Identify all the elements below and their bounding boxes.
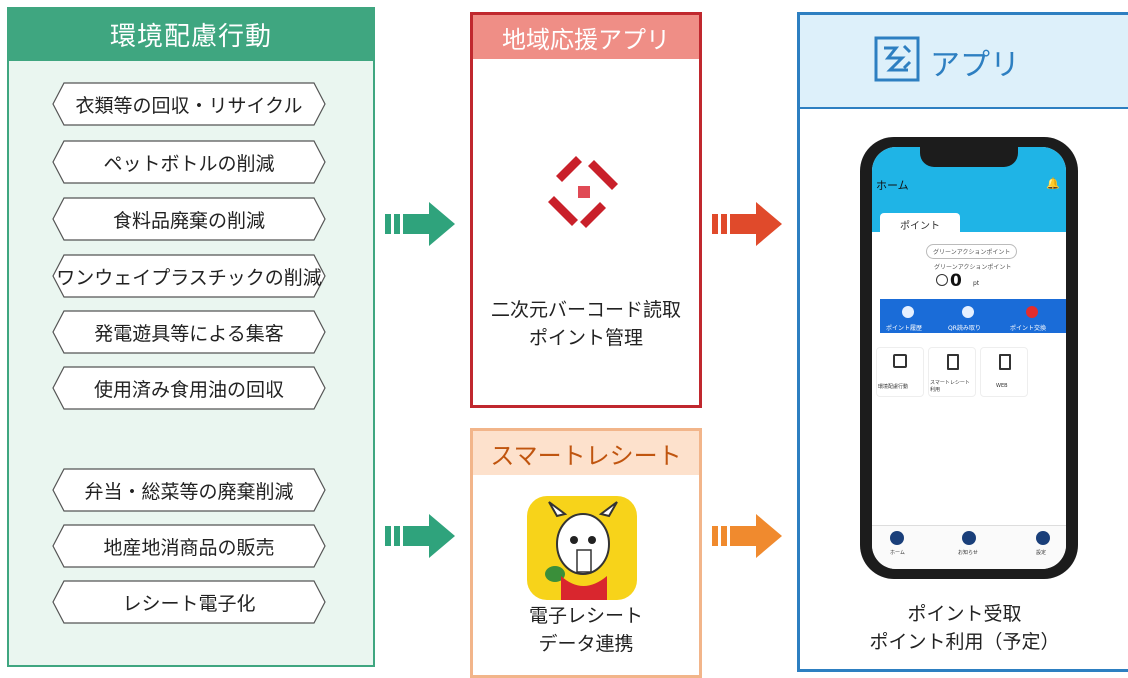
point-unit: pt xyxy=(973,280,980,287)
grid-tile-label: 環境配慮行動 xyxy=(878,384,909,390)
action-item-label: 食料品廃棄の削減 xyxy=(112,209,265,232)
smart-receipt-line: 電子レシート xyxy=(528,605,643,627)
app-panel-description: ポイント受取 ポイント利用（予定） xyxy=(800,600,1128,656)
action-item-label: レシート電子化 xyxy=(122,592,256,615)
action-exchange-label[interactable]: ポイント交換 xyxy=(1010,325,1047,332)
app-header-title: ホーム xyxy=(876,179,909,192)
point-balance: 0 xyxy=(950,271,962,291)
regional-app-logo-icon xyxy=(536,146,632,246)
receipt-icon xyxy=(947,354,959,370)
app-panel-line: ポイント利用（予定） xyxy=(869,631,1060,653)
action-item: 衣類等の回収・リサイクル xyxy=(52,82,326,126)
grid-tile-label: WEB xyxy=(996,383,1008,389)
action-item-label: 発電遊具等による集客 xyxy=(94,322,284,345)
app-panel-line: ポイント受取 xyxy=(907,603,1022,625)
action-item: レシート電子化 xyxy=(52,580,326,624)
action-item-label: 使用済み食用油の回収 xyxy=(93,378,284,401)
action-item: 使用済み食用油の回収 xyxy=(52,366,326,410)
app-logo-icon xyxy=(874,36,920,86)
qr-scan-icon xyxy=(893,354,907,368)
point-card-title: グリーンアクションポイント xyxy=(926,244,1018,259)
arrow-right-icon xyxy=(385,508,461,564)
smart-receipt-line: データ連携 xyxy=(538,633,634,655)
app-panel-header xyxy=(800,15,1128,109)
grid-tile[interactable] xyxy=(876,347,924,397)
regional-app-title: 地域応援アプリ xyxy=(473,15,699,59)
smart-receipt-app-icon xyxy=(527,496,637,604)
home-icon[interactable] xyxy=(890,531,904,545)
arrow-right-icon xyxy=(712,508,788,564)
grid-tile[interactable] xyxy=(928,347,976,397)
arrow-right-icon xyxy=(712,196,788,252)
action-item: 発電遊具等による集客 xyxy=(52,310,326,354)
phone-screen: ホーム 🔔 ポイント グリーンアクションポイント グリーンアクションポイント 0… xyxy=(872,147,1066,569)
gear-icon[interactable] xyxy=(1036,531,1050,545)
smart-receipt-title: スマートレシート xyxy=(473,431,699,475)
regional-app-description: 二次元バーコード読取 ポイント管理 xyxy=(473,296,699,352)
phone-notch xyxy=(920,147,1018,167)
nav-notice-label[interactable]: お知らせ xyxy=(958,550,978,556)
app-panel-title: アプリ xyxy=(930,48,1020,83)
action-item: ペットボトルの削減 xyxy=(52,140,326,184)
smart-receipt-description: 電子レシート データ連携 xyxy=(473,602,699,658)
exchange-icon[interactable] xyxy=(1026,306,1038,318)
point-card-subtitle: グリーンアクションポイント xyxy=(934,264,1012,271)
action-item: ワンウェイプラスチックの削減 xyxy=(52,254,326,298)
action-item-label: ワンウェイプラスチックの削減 xyxy=(56,266,322,289)
action-item: 地産地消商品の販売 xyxy=(52,524,326,568)
point-coin-icon xyxy=(936,274,948,286)
action-qr-label[interactable]: QR読み取り xyxy=(948,325,981,332)
bell-icon[interactable]: 🔔 xyxy=(1046,177,1060,190)
action-item-label: 衣類等の回収・リサイクル xyxy=(75,94,303,117)
regional-app-line: 二次元バーコード読取 xyxy=(490,299,681,321)
grid-tile-label: スマートレシート利用 xyxy=(930,380,970,393)
tab-point[interactable]: ポイント xyxy=(880,213,960,235)
web-icon xyxy=(999,354,1011,370)
regional-app-line: ポイント管理 xyxy=(528,327,643,349)
arrow-right-icon xyxy=(385,196,461,252)
history-icon[interactable] xyxy=(902,306,914,318)
action-item-label: 地産地消商品の販売 xyxy=(103,536,275,559)
action-item-label: ペットボトルの削減 xyxy=(103,152,275,175)
action-item: 食料品廃棄の削減 xyxy=(52,197,326,241)
left-panel-title: 環境配慮行動 xyxy=(7,7,375,61)
action-item-label: 弁当・総菜等の廃棄削減 xyxy=(84,480,294,503)
regional-app-box xyxy=(470,12,702,408)
nav-home-label[interactable]: ホーム xyxy=(890,550,905,556)
action-history-label[interactable]: ポイント履歴 xyxy=(886,325,923,332)
qr-icon[interactable] xyxy=(962,306,974,318)
message-icon[interactable] xyxy=(962,531,976,545)
nav-settings-label[interactable]: 設定 xyxy=(1036,550,1047,556)
grid-tile[interactable] xyxy=(980,347,1028,397)
action-item: 弁当・総菜等の廃棄削減 xyxy=(52,468,326,512)
